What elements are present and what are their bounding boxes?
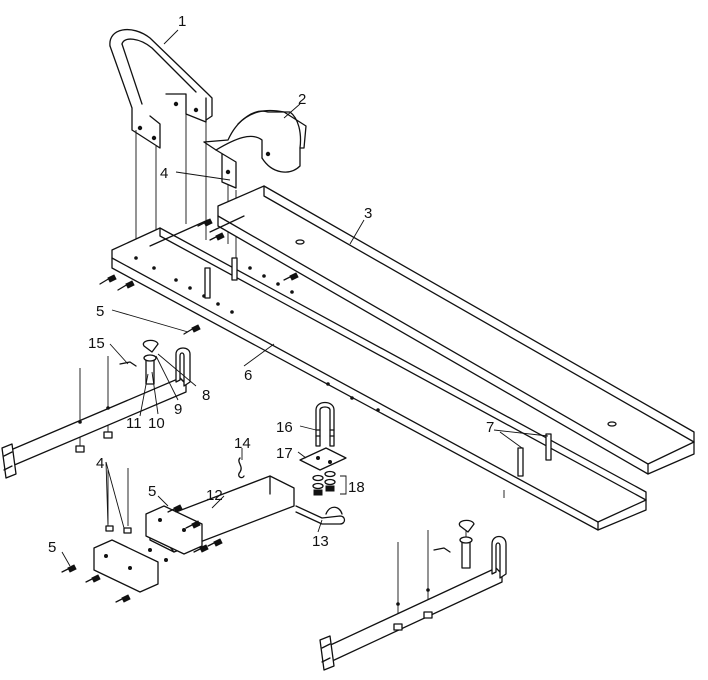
- callout-10: 10: [148, 415, 165, 432]
- callout-3: 3: [364, 205, 372, 222]
- rail-bolts: [99, 218, 299, 335]
- callout-13: 13: [312, 533, 329, 550]
- callout-7: 7: [486, 419, 494, 436]
- callout-8: 8: [202, 387, 210, 404]
- callout-4-upper: 4: [160, 165, 168, 182]
- hitch-bar-assembly: [61, 468, 295, 603]
- callout-labels: 1 2 3 4 5 6 7 8 9 10 11 15 4 5 5 12 13 1…: [48, 13, 494, 556]
- callout-16: 16: [276, 419, 293, 436]
- callout-9: 9: [174, 401, 182, 418]
- callout-14: 14: [234, 435, 251, 452]
- callout-18: 18: [348, 479, 365, 496]
- callout-5-upper: 5: [96, 303, 104, 320]
- front-crossbar-assembly: [1, 339, 191, 479]
- callout-6: 6: [244, 367, 252, 384]
- hoop-handle-part: [109, 28, 213, 268]
- callout-11: 11: [126, 415, 142, 432]
- callout-17: 17: [276, 445, 293, 462]
- callout-15: 15: [88, 335, 105, 352]
- callout-2: 2: [298, 91, 306, 108]
- u-bolt-assembly: [299, 401, 347, 496]
- callout-4-lower: 4: [96, 455, 104, 472]
- callout-12: 12: [206, 487, 223, 504]
- frame-rail-part: [111, 215, 647, 531]
- leader-lines: [61, 29, 549, 567]
- callout-5-middle: 5: [148, 483, 156, 500]
- rear-crossbar-assembly: [319, 433, 552, 671]
- clip-part: [238, 457, 245, 479]
- callout-5-lower: 5: [48, 539, 56, 556]
- callout-1: 1: [178, 13, 186, 30]
- ramp-channel-part: [217, 185, 695, 475]
- hitch-pin-part: [295, 505, 346, 525]
